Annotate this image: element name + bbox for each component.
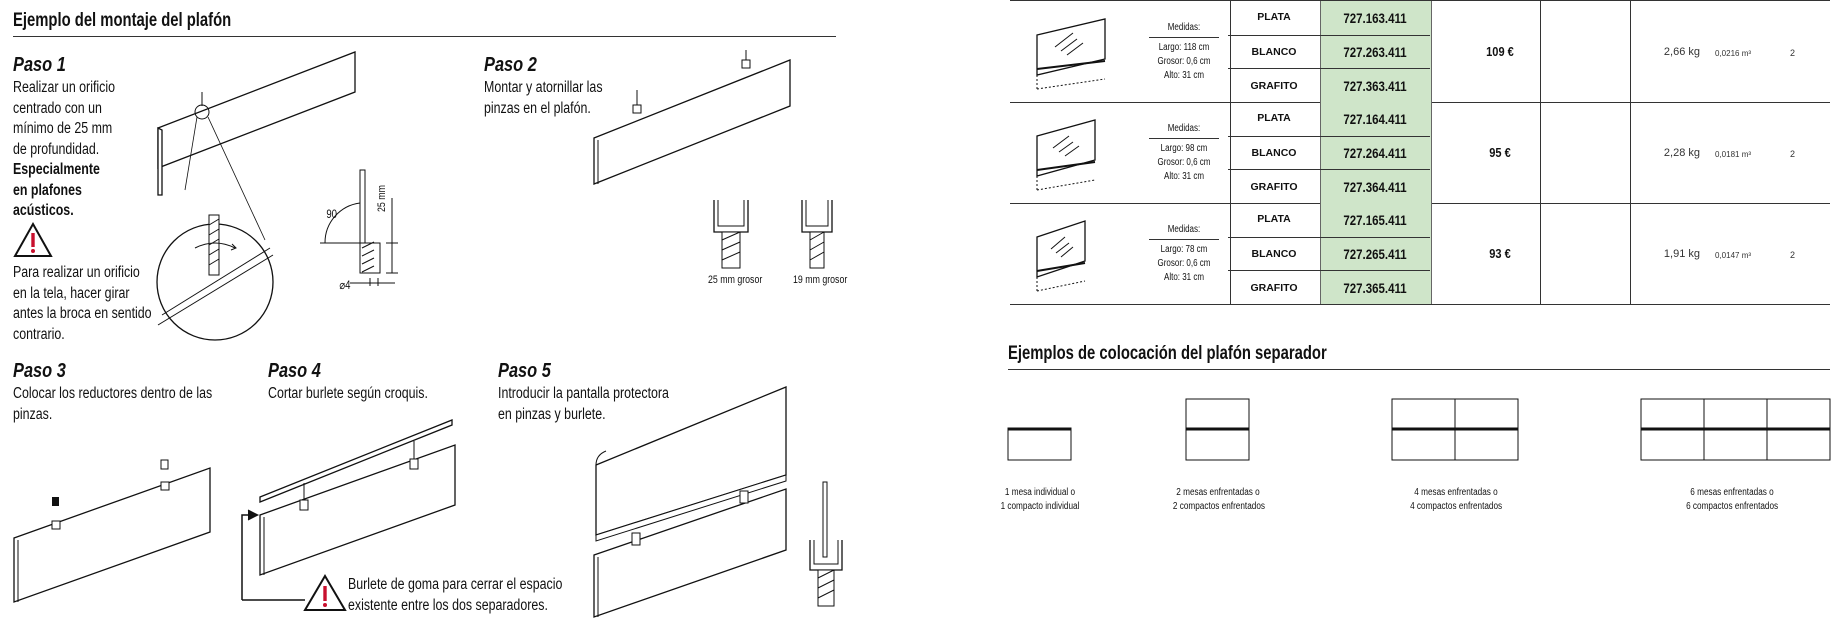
step5-section-drawing xyxy=(808,480,848,610)
measurements: Medidas: Largo: 118 cm Grosor: 0,6 cm Al… xyxy=(1140,21,1228,83)
step3-text: Colocar los reductores dentro de las pin… xyxy=(13,385,213,423)
clip-25-label: 25 mm grosor xyxy=(708,274,763,286)
step3-heading: Paso 3 xyxy=(13,360,66,382)
measurements: Medidas: Largo: 98 cm Grosor: 0,6 cm Alt… xyxy=(1140,122,1228,184)
quantity: 2 xyxy=(1790,149,1796,159)
product-code: 727.264.411 xyxy=(1343,145,1407,161)
screen-thumbnail xyxy=(1025,17,1115,89)
measurements: Medidas: Largo: 78 cm Grosor: 0,6 cm Alt… xyxy=(1140,223,1228,285)
step5-heading: Paso 5 xyxy=(498,360,551,382)
table-top-rule xyxy=(1010,0,1830,1)
step4-heading: Paso 4 xyxy=(268,360,321,382)
product-code: 727.163.411 xyxy=(1343,10,1407,26)
price: 93 € xyxy=(1489,246,1511,261)
product-code: 727.364.411 xyxy=(1343,179,1407,195)
title-rule xyxy=(13,36,836,37)
weight: 2,28 kg xyxy=(1663,147,1700,159)
price: 109 € xyxy=(1486,44,1514,59)
quantity: 2 xyxy=(1790,250,1796,260)
table-row: Medidas: Largo: 78 cm Grosor: 0,6 cm Alt… xyxy=(1010,203,1830,305)
color-label: GRAFITO xyxy=(1250,181,1298,193)
step2-heading: Paso 2 xyxy=(484,54,537,76)
product-code: 727.164.411 xyxy=(1343,111,1407,127)
code-column-bg xyxy=(1320,203,1432,304)
step4-panel-drawing xyxy=(240,415,460,605)
color-label: BLANCO xyxy=(1251,147,1297,159)
step2-panel-drawing xyxy=(590,50,795,180)
warning-icon xyxy=(13,222,53,258)
placement-rule xyxy=(1008,369,1830,370)
layout-4-diagram xyxy=(1391,398,1521,462)
dim-depth: 25 mm xyxy=(376,185,388,212)
screen-thumbnail xyxy=(1025,219,1115,291)
price: 95 € xyxy=(1489,145,1511,160)
volume: 0,0147 m³ xyxy=(1715,251,1752,260)
layout-1-diagram xyxy=(1007,398,1073,462)
color-label: PLATA xyxy=(1257,11,1291,23)
product-code: 727.365.411 xyxy=(1343,280,1407,296)
clip-19-label: 19 mm grosor xyxy=(793,274,848,286)
volume: 0,0216 m³ xyxy=(1715,49,1752,58)
step5-text: Introducir la pantalla protectora en pin… xyxy=(498,385,669,423)
clip-25-drawing xyxy=(712,200,752,270)
step2-text: Montar y atornillar las pinzas en el pla… xyxy=(484,79,603,117)
layout-6-diagram xyxy=(1640,398,1832,462)
layout-2-diagram xyxy=(1185,398,1251,462)
step1-dimension-drawing xyxy=(300,168,430,293)
quantity: 2 xyxy=(1790,48,1796,58)
product-code: 727.265.411 xyxy=(1343,246,1407,262)
dim-angle: 90 xyxy=(326,207,338,221)
product-code: 727.363.411 xyxy=(1343,78,1407,94)
placement-title: Ejemplos de colocación del plafón separa… xyxy=(1008,343,1327,364)
step1-drill-drawing xyxy=(150,50,410,340)
screen-thumbnail xyxy=(1025,118,1115,190)
step5-panel-drawing xyxy=(590,385,790,625)
color-label: BLANCO xyxy=(1251,46,1297,58)
clip-19-drawing xyxy=(800,200,840,270)
code-column-bg xyxy=(1320,102,1432,203)
product-code: 727.263.411 xyxy=(1343,44,1407,60)
step1-text: Realizar un orificio centrado con un mín… xyxy=(13,79,115,219)
step3-panel-drawing xyxy=(12,450,212,610)
step4-note: Burlete de goma para cerrar el espacio e… xyxy=(348,576,563,614)
color-label: PLATA xyxy=(1257,213,1291,225)
dim-diameter: ⌀4 xyxy=(339,278,351,292)
color-label: BLANCO xyxy=(1251,248,1297,260)
assembly-title: Ejemplo del montaje del plafón xyxy=(13,10,232,31)
step1-warning-text: Para realizar un orificio en la tela, ha… xyxy=(13,264,152,343)
color-label: PLATA xyxy=(1257,112,1291,124)
weight: 1,91 kg xyxy=(1663,248,1700,260)
step1-heading: Paso 1 xyxy=(13,54,66,76)
product-code: 727.165.411 xyxy=(1343,212,1407,228)
table-row: Medidas: Largo: 98 cm Grosor: 0,6 cm Alt… xyxy=(1010,102,1830,204)
table-row: Medidas: Largo: 118 cm Grosor: 0,6 cm Al… xyxy=(1010,1,1830,103)
step4-text: Cortar burlete según croquis. xyxy=(268,385,428,402)
warning-icon-2 xyxy=(303,574,347,612)
code-column-bg xyxy=(1320,1,1432,102)
color-label: GRAFITO xyxy=(1250,80,1298,92)
weight: 2,66 kg xyxy=(1663,46,1700,58)
color-label: GRAFITO xyxy=(1250,282,1298,294)
volume: 0,0181 m³ xyxy=(1715,150,1752,159)
